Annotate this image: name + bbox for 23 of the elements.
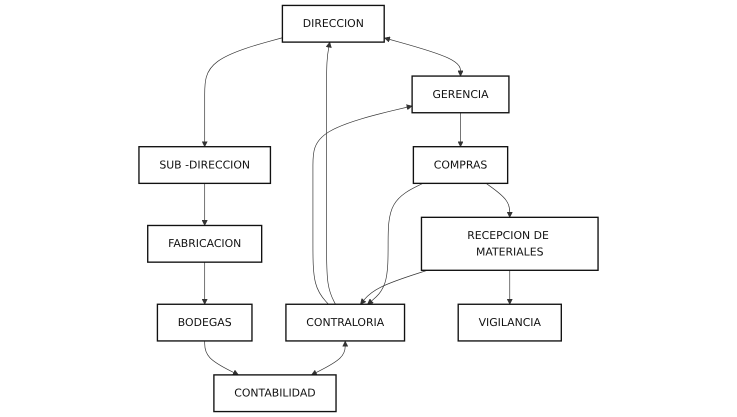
node-box: DIRECCION (282, 4, 385, 43)
node-box: SUB -DIRECCION (138, 146, 272, 184)
arrow (311, 340, 348, 376)
arrow (367, 183, 424, 305)
node-box: FABRICACION (147, 224, 262, 263)
arrow (326, 42, 336, 305)
node-box: GERENCIA (411, 75, 510, 114)
node-box: VIGILANCIA (458, 304, 562, 342)
arrow (458, 112, 464, 147)
arrow (384, 36, 464, 76)
node-box: COMPRAS (412, 146, 508, 184)
arrow (204, 340, 239, 376)
arrow (202, 183, 208, 226)
arrow (486, 183, 513, 218)
arrow (506, 270, 513, 305)
arrow (360, 270, 428, 305)
arrow (312, 104, 412, 305)
node-box: BODEGAS (156, 304, 253, 342)
node-box: CONTABILIDAD (213, 374, 337, 412)
arrow (202, 262, 208, 305)
node-box: CONTRALORIA (285, 304, 406, 342)
node-box: RECEPCION DE MATERIALES (420, 216, 599, 271)
arrow (202, 37, 283, 147)
